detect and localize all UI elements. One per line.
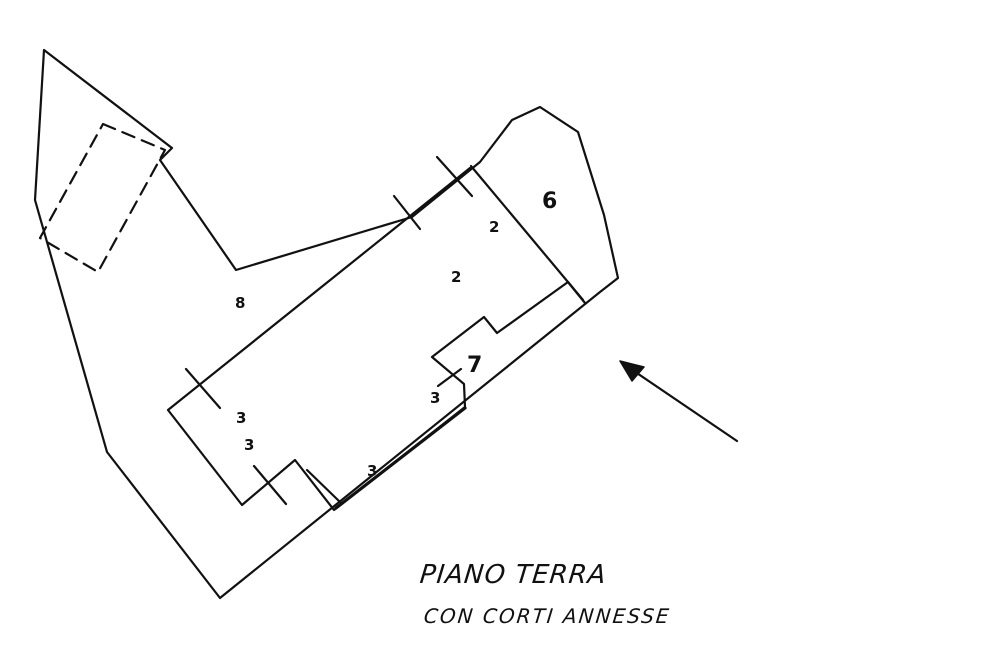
room-label-8: 8 bbox=[235, 294, 245, 312]
door-tick bbox=[305, 468, 342, 504]
room-label-2: 2 bbox=[451, 268, 461, 286]
room-label-3: 3 bbox=[367, 462, 377, 480]
room-label-3: 3 bbox=[244, 436, 254, 454]
caption-title: PIANO TERRA bbox=[418, 560, 609, 590]
room-label-7: 7 bbox=[467, 353, 482, 378]
door-tick bbox=[252, 464, 288, 506]
main-building-outline bbox=[166, 166, 587, 512]
courtyard-outline bbox=[33, 48, 620, 600]
caption-subtitle: CON CORTI ANNESSE bbox=[422, 604, 672, 628]
partition-room-6 bbox=[469, 164, 585, 302]
front-wall bbox=[334, 406, 467, 510]
door-tick bbox=[435, 155, 474, 198]
room-label-3: 3 bbox=[430, 389, 440, 407]
door-tick bbox=[184, 367, 222, 410]
door-tick bbox=[392, 194, 422, 231]
room-label-3: 3 bbox=[236, 409, 246, 427]
door-tick bbox=[436, 367, 463, 388]
direction-arrow-shaft bbox=[626, 365, 739, 443]
direction-arrowhead bbox=[619, 360, 645, 382]
room-label-2: 2 bbox=[489, 218, 499, 236]
room-label-6: 6 bbox=[542, 189, 557, 214]
dashed-annex bbox=[38, 122, 167, 274]
